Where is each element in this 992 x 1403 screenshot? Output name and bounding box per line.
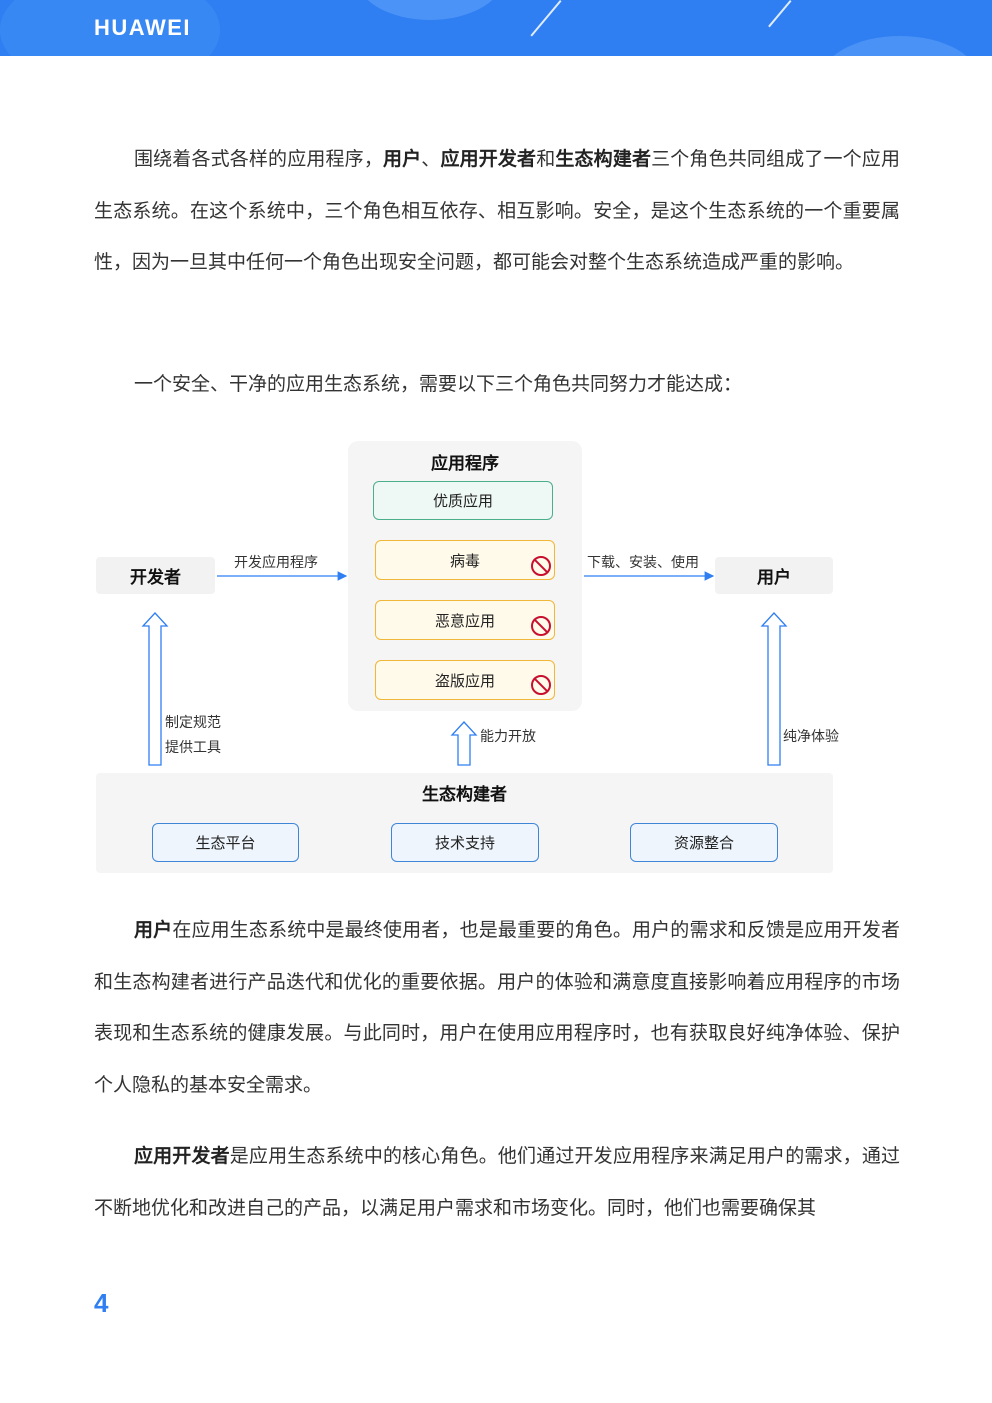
text-run: 围绕着各式各样的应用程序， bbox=[134, 148, 383, 170]
text-run: 、 bbox=[421, 148, 441, 170]
tech-support-card: 技术支持 bbox=[391, 823, 539, 862]
bold-term-user: 用户 bbox=[134, 919, 173, 941]
ecosystem-builder-title: 生态构建者 bbox=[422, 785, 507, 805]
quality-app-card: 优质应用 bbox=[373, 481, 553, 520]
arrow-eco-to-user bbox=[760, 612, 788, 766]
text-run: 是应用生态系统中的核心角色。他们通过开发应用程序来满足用户的需求，通过不断地优化… bbox=[94, 1145, 900, 1219]
edge-label-pure-experience: 纯净体验 bbox=[783, 729, 839, 745]
header-decoration bbox=[0, 0, 220, 56]
malicious-app-card: 恶意应用 bbox=[375, 600, 555, 640]
user-role-paragraph: 用户在应用生态系统中是最终使用者，也是最重要的角色。用户的需求和反馈是应用开发者… bbox=[94, 905, 900, 1111]
arrow-eco-to-app bbox=[450, 721, 478, 766]
app-program-title: 应用程序 bbox=[431, 454, 499, 474]
bold-term-user: 用户 bbox=[382, 148, 422, 170]
bold-term-developer: 应用开发者 bbox=[440, 148, 537, 170]
text-run: 和 bbox=[536, 148, 556, 170]
edge-label-open-capabilities: 能力开放 bbox=[480, 729, 536, 745]
edge-label-develop-apps: 开发应用程序 bbox=[234, 555, 318, 571]
huawei-logo: HUAWEI bbox=[94, 15, 191, 40]
edge-label-set-standards: 制定规范 bbox=[165, 715, 221, 731]
intro-paragraph: 围绕着各式各样的应用程序，用户、应用开发者和生态构建者三个角色共同组成了一个应用… bbox=[94, 134, 900, 289]
diagram-arrows bbox=[141, 571, 788, 766]
header-decoration bbox=[768, 0, 792, 28]
virus-card: 病毒 bbox=[375, 540, 555, 580]
card-label: 恶意应用 bbox=[434, 611, 495, 630]
arrow-eco-to-dev bbox=[141, 612, 169, 766]
prohibited-icon bbox=[531, 675, 551, 695]
text-run: 在应用生态系统中是最终使用者，也是最重要的角色。用户的需求和反馈是应用开发者和生… bbox=[94, 919, 900, 1096]
header-decoration bbox=[355, 0, 505, 20]
developer-role-paragraph: 应用开发者是应用生态系统中的核心角色。他们通过开发应用程序来满足用户的需求，通过… bbox=[94, 1131, 900, 1234]
bold-term-ecosystem-builder: 生态构建者 bbox=[555, 148, 652, 170]
prohibited-icon bbox=[531, 616, 551, 636]
pirated-app-card: 盗版应用 bbox=[375, 660, 555, 700]
card-label: 病毒 bbox=[449, 551, 480, 570]
developer-node: 开发者 bbox=[96, 557, 215, 594]
header-decoration bbox=[530, 0, 562, 37]
edge-label-provide-tools: 提供工具 bbox=[165, 740, 221, 756]
page-number: 4 bbox=[94, 1288, 109, 1318]
eco-platform-card: 生态平台 bbox=[152, 823, 299, 862]
text-run: 三个角色共同组成了一个应用生态系统。在这个系统中，三个角色相互依存、相互影响。安… bbox=[94, 148, 900, 273]
page-header: HUAWEI bbox=[0, 0, 992, 56]
resource-integration-card: 资源整合 bbox=[630, 823, 778, 862]
header-decoration bbox=[820, 36, 980, 56]
ecosystem-diagram: 应用程序 优质应用 病毒 恶意应用 盗版应用 开发者 用户 开发应用程序 下载、… bbox=[0, 430, 992, 880]
prohibited-icon bbox=[531, 556, 551, 576]
bold-term-developer: 应用开发者 bbox=[134, 1145, 230, 1167]
card-label: 盗版应用 bbox=[434, 671, 495, 690]
user-node: 用户 bbox=[715, 557, 833, 594]
lead-in-paragraph: 一个安全、干净的应用生态系统，需要以下三个角色共同努力才能达成： bbox=[134, 373, 743, 395]
edge-label-download-install-use: 下载、安装、使用 bbox=[587, 555, 699, 571]
